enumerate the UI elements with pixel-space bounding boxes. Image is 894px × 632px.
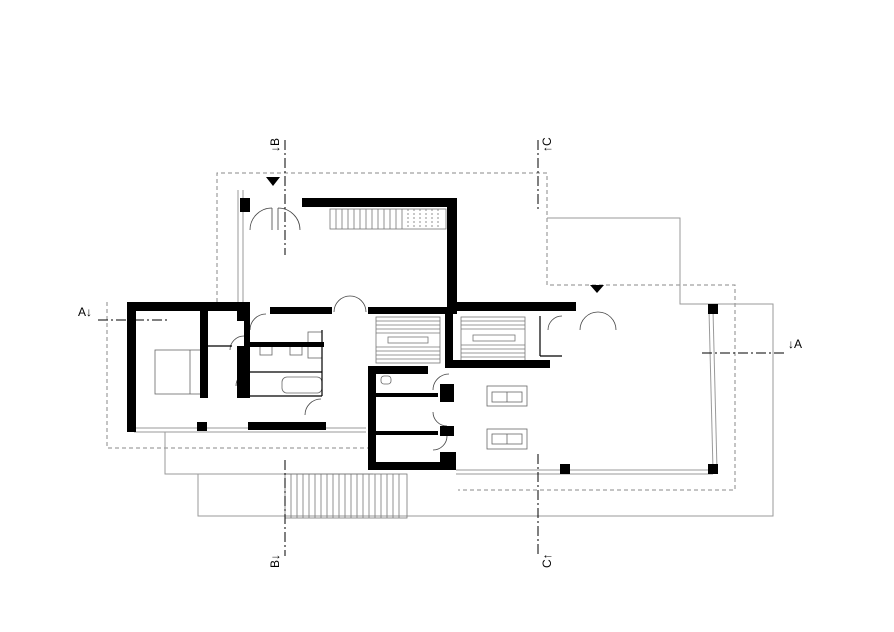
section-label-b-bottom: B↓ [268,554,282,568]
sofa [486,385,528,407]
central-stair-1 [375,316,441,364]
exterior-stair [284,473,408,519]
entrance-arrow-icon [266,177,280,186]
sofa [486,428,528,450]
central-stair-2 [460,316,526,364]
bed [154,349,206,395]
section-lines [98,140,784,556]
upper-stair [329,208,447,230]
entrance-markers [266,177,604,293]
section-label-c-bottom: C↑ [540,553,554,568]
section-label-a-right: ↓A [788,337,802,351]
bathtub [281,376,323,394]
walls [127,198,718,474]
furniture [154,331,528,450]
toilet [380,375,392,385]
section-label-c-top: ↑C [540,137,554,152]
section-label-b-top: ↓B [268,138,282,152]
entrance-arrow-icon [590,285,604,293]
section-label-a-left: A↓ [78,305,92,319]
door-swings [229,207,617,451]
